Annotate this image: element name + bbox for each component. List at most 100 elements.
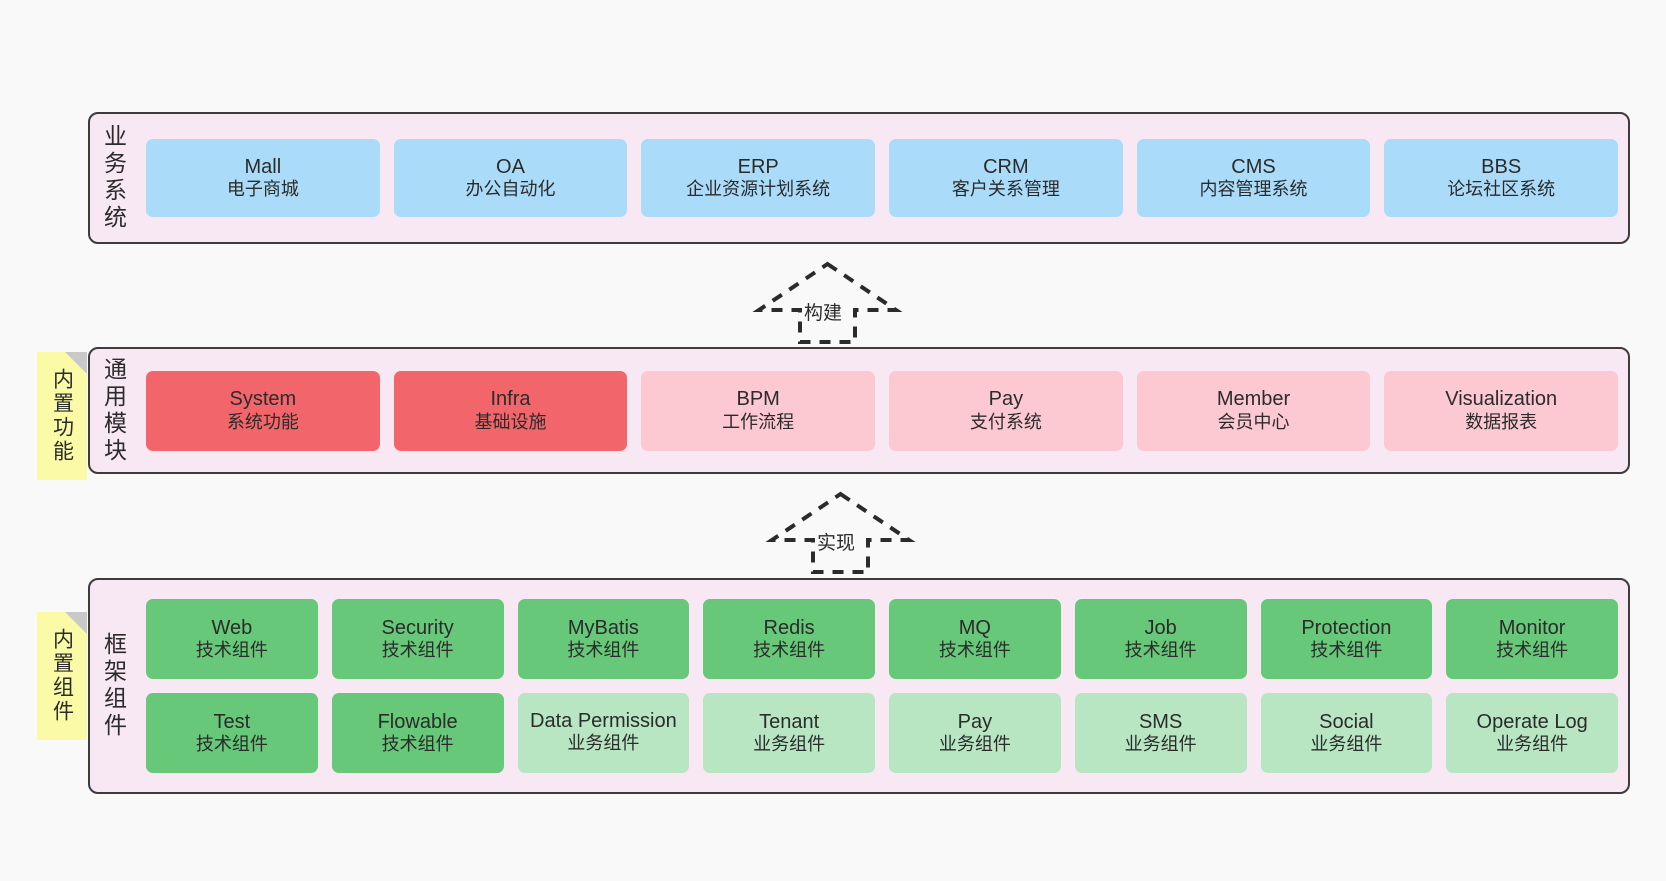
node-sms[interactable]: SMS 业务组件 bbox=[1074, 693, 1247, 773]
node-visualization[interactable]: Visualization 数据报表 bbox=[1384, 370, 1619, 451]
node-test[interactable]: Test 技术组件 bbox=[146, 693, 318, 773]
note-builtin-component-text: 内置组件 bbox=[50, 628, 74, 724]
node-name: OA bbox=[496, 155, 525, 178]
note-fold-icon bbox=[65, 352, 87, 374]
node-desc: 电子商城 bbox=[226, 179, 299, 200]
node-web[interactable]: Web 技术组件 bbox=[146, 599, 318, 679]
node-desc: 工作流程 bbox=[722, 411, 795, 432]
node-name: Infra bbox=[490, 388, 531, 411]
node-oa[interactable]: OA 办公自动化 bbox=[393, 139, 628, 217]
note-fold-icon bbox=[65, 612, 87, 634]
node-name: Monitor bbox=[1498, 616, 1566, 639]
node-name: Web bbox=[211, 616, 253, 639]
note-builtin-component: 内置组件 bbox=[37, 612, 87, 740]
node-desc: 技术组件 bbox=[1310, 640, 1383, 661]
node-row: System 系统功能 Infra 基础设施 BPM 工作流程 Pay 支付系统… bbox=[146, 370, 1619, 451]
node-name: Visualization bbox=[1445, 388, 1558, 411]
node-redis[interactable]: Redis 技术组件 bbox=[703, 599, 875, 679]
node-name: System bbox=[229, 388, 297, 411]
node-desc: 业务组件 bbox=[567, 732, 640, 753]
node-name: Member bbox=[1216, 388, 1291, 411]
node-desc: 数据报表 bbox=[1465, 411, 1538, 432]
node-desc: 技术组件 bbox=[195, 640, 268, 661]
node-name: Protection bbox=[1301, 616, 1392, 639]
node-operate-log[interactable]: Operate Log 业务组件 bbox=[1446, 693, 1618, 773]
node-desc: 技术组件 bbox=[1496, 640, 1569, 661]
node-name: Test bbox=[213, 710, 251, 733]
connector-implement-label: 实现 bbox=[817, 533, 856, 554]
node-desc: 客户关系管理 bbox=[951, 179, 1060, 200]
note-builtin-feature: 内置功能 bbox=[37, 352, 87, 480]
node-name: BPM bbox=[736, 388, 780, 411]
node-security[interactable]: Security 技术组件 bbox=[331, 599, 504, 679]
node-name: ERP bbox=[737, 155, 779, 178]
node-pay-module[interactable]: Pay 支付系统 bbox=[889, 370, 1123, 451]
node-desc: 基础设施 bbox=[474, 411, 547, 432]
layer-body-business-system: Mall 电子商城 OA 办公自动化 ERP 企业资源计划系统 CRM 客户关系… bbox=[136, 114, 1628, 242]
connector-build: 构建 bbox=[752, 260, 903, 346]
node-name: CMS bbox=[1231, 155, 1276, 178]
node-name: MQ bbox=[958, 616, 991, 639]
node-cms[interactable]: CMS 内容管理系统 bbox=[1136, 139, 1371, 217]
node-row: Mall 电子商城 OA 办公自动化 ERP 企业资源计划系统 CRM 客户关系… bbox=[146, 139, 1619, 217]
node-row: Test 技术组件 Flowable 技术组件 Data Permission … bbox=[146, 693, 1618, 773]
node-tenant[interactable]: Tenant 业务组件 bbox=[703, 693, 875, 773]
node-name: Security bbox=[381, 616, 454, 639]
node-flowable[interactable]: Flowable 技术组件 bbox=[331, 693, 504, 773]
layer-title-common-module: 通用模块 bbox=[100, 356, 127, 465]
node-name: Pay bbox=[988, 388, 1024, 411]
node-desc: 业务组件 bbox=[753, 734, 826, 755]
node-member[interactable]: Member 会员中心 bbox=[1136, 370, 1371, 451]
layer-framework-component: 框架组件 Web 技术组件 Security 技术组件 MyBatis 技术组件… bbox=[88, 578, 1630, 794]
layer-title-framework-component: 框架组件 bbox=[100, 632, 127, 740]
node-infra[interactable]: Infra 基础设施 bbox=[393, 370, 628, 451]
node-bbs[interactable]: BBS 论坛社区系统 bbox=[1384, 139, 1619, 217]
node-social[interactable]: Social 业务组件 bbox=[1260, 693, 1433, 773]
node-name: CRM bbox=[983, 155, 1029, 178]
layer-title-business-system: 业务系统 bbox=[100, 124, 127, 232]
node-erp[interactable]: ERP 企业资源计划系统 bbox=[641, 139, 876, 217]
node-mq[interactable]: MQ 技术组件 bbox=[889, 599, 1061, 679]
node-name: MyBatis bbox=[567, 616, 639, 639]
node-pay-component[interactable]: Pay 业务组件 bbox=[889, 693, 1061, 773]
node-desc: 业务组件 bbox=[1496, 734, 1569, 755]
layer-body-framework-component: Web 技术组件 Security 技术组件 MyBatis 技术组件 Redi… bbox=[136, 580, 1628, 792]
node-desc: 论坛社区系统 bbox=[1447, 179, 1556, 200]
node-mybatis[interactable]: MyBatis 技术组件 bbox=[517, 599, 690, 679]
layer-business-system: 业务系统 Mall 电子商城 OA 办公自动化 ERP 企业资源计划系统 CRM… bbox=[88, 112, 1630, 244]
node-name: Flowable bbox=[377, 710, 458, 733]
node-name: Job bbox=[1144, 616, 1177, 639]
node-name: BBS bbox=[1481, 155, 1522, 178]
node-desc: 内容管理系统 bbox=[1199, 179, 1308, 200]
node-desc: 业务组件 bbox=[1124, 734, 1197, 755]
node-desc: 业务组件 bbox=[938, 734, 1011, 755]
node-monitor[interactable]: Monitor 技术组件 bbox=[1446, 599, 1618, 679]
node-desc: 技术组件 bbox=[753, 640, 826, 661]
node-desc: 办公自动化 bbox=[465, 179, 556, 200]
node-bpm[interactable]: BPM 工作流程 bbox=[641, 370, 876, 451]
node-mall[interactable]: Mall 电子商城 bbox=[146, 139, 380, 217]
node-desc: 会员中心 bbox=[1217, 411, 1290, 432]
node-crm[interactable]: CRM 客户关系管理 bbox=[889, 139, 1123, 217]
node-name: Operate Log bbox=[1476, 710, 1588, 733]
node-desc: 技术组件 bbox=[195, 734, 268, 755]
node-desc: 技术组件 bbox=[381, 734, 454, 755]
node-name: Tenant bbox=[759, 710, 820, 733]
layer-common-module: 通用模块 System 系统功能 Infra 基础设施 BPM 工作流程 Pay… bbox=[88, 347, 1630, 474]
node-name: Social bbox=[1319, 710, 1374, 733]
node-desc: 技术组件 bbox=[381, 640, 454, 661]
node-desc: 支付系统 bbox=[969, 411, 1042, 432]
node-row: Web 技术组件 Security 技术组件 MyBatis 技术组件 Redi… bbox=[146, 599, 1618, 679]
node-job[interactable]: Job 技术组件 bbox=[1074, 599, 1247, 679]
node-system[interactable]: System 系统功能 bbox=[146, 370, 380, 451]
node-protection[interactable]: Protection 技术组件 bbox=[1260, 599, 1433, 679]
node-desc: 业务组件 bbox=[1310, 734, 1383, 755]
node-desc: 技术组件 bbox=[938, 640, 1011, 661]
node-data-permission[interactable]: Data Permission 业务组件 bbox=[517, 693, 690, 773]
connector-build-label: 构建 bbox=[804, 303, 843, 324]
node-name: Redis bbox=[763, 616, 815, 639]
note-builtin-feature-text: 内置功能 bbox=[50, 368, 74, 464]
node-name: Pay bbox=[957, 710, 993, 733]
node-name: SMS bbox=[1138, 710, 1183, 733]
